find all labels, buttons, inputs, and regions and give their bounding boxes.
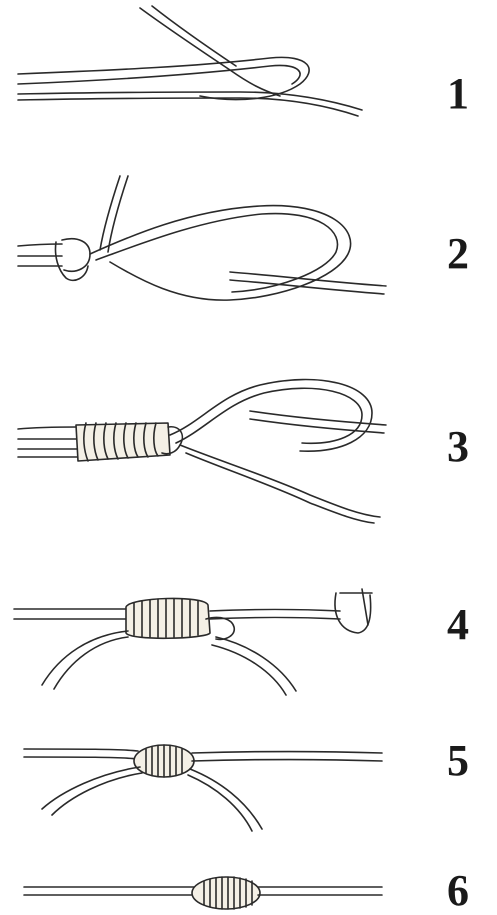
step-number: 1 [438, 72, 478, 116]
step-2: 2 [0, 170, 497, 320]
loose-overlap-loop-icon [0, 0, 420, 140]
step-3: 3 [0, 365, 497, 525]
step-6: 6 [0, 865, 497, 915]
multi-wrap-knot-icon [0, 365, 420, 525]
snugged-knot-icon [0, 725, 420, 835]
step-number: 5 [438, 739, 478, 783]
single-turn-knot-icon [0, 170, 420, 320]
step-1: 1 [0, 0, 497, 140]
step-5: 5 [0, 725, 497, 835]
step-number: 2 [438, 232, 478, 276]
step-4: 4 [0, 575, 497, 705]
finished-knot-icon [0, 865, 420, 915]
step-number: 4 [438, 603, 478, 647]
tightening-knot-icon [0, 575, 420, 705]
step-number: 3 [438, 425, 478, 469]
step-number: 6 [438, 869, 478, 913]
